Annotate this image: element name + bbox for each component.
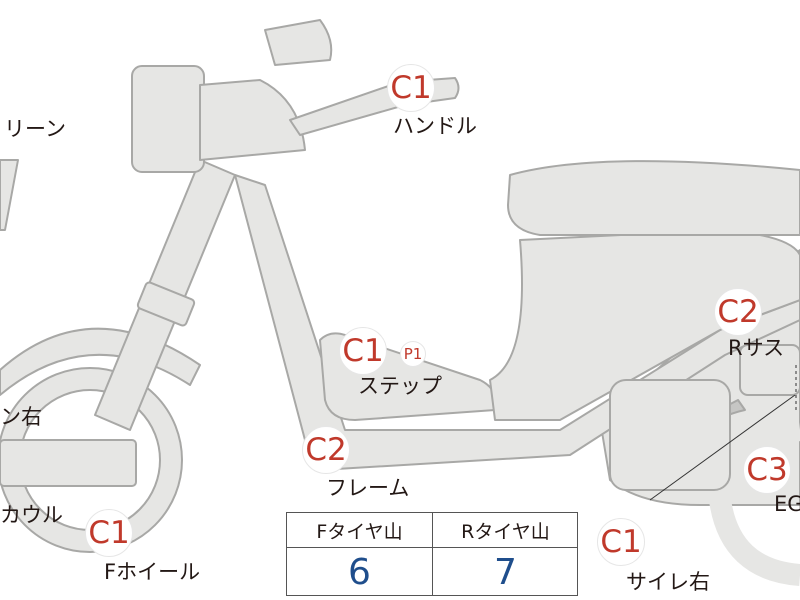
grade-badge-engine: C3: [743, 446, 791, 494]
fork-clamp: [136, 281, 196, 327]
engine-block: [609, 379, 731, 491]
label-muffler-right: サイレ右: [626, 570, 710, 594]
header-front-tread: Fタイヤ山: [316, 520, 403, 543]
headlight-housing: [131, 65, 205, 173]
tire-tread-table: Fタイヤ山 Rタイヤ山 6 7: [286, 512, 578, 596]
meter: [264, 19, 333, 66]
header-rear-tread: Rタイヤ山: [461, 520, 550, 543]
grade-badge-step-p: P1: [400, 341, 426, 367]
label-step: ステップ: [358, 374, 442, 398]
value-front-tread: 6: [348, 551, 371, 593]
label-front-cowl: カウル: [0, 503, 63, 527]
table-column-divider: [432, 513, 433, 595]
label-mirror-right: ン右: [0, 405, 42, 429]
label-rear-suspension: Rサス: [728, 336, 785, 360]
label-engine: EG: [774, 492, 800, 516]
windscreen: [0, 159, 19, 231]
rear-wheel: [709, 419, 800, 586]
front-cowl: [0, 439, 137, 487]
label-front-wheel: Fホイール: [104, 560, 201, 584]
headlight-neck: [199, 79, 306, 161]
engine-leader-line: [649, 394, 796, 501]
label-frame: フレーム: [326, 476, 410, 500]
label-handle: ハンドル: [393, 114, 477, 138]
seat: [507, 160, 800, 236]
grade-badge-step: C1: [339, 327, 387, 375]
value-rear-tread: 7: [494, 551, 517, 593]
grade-badge-handle: C1: [387, 64, 435, 112]
grade-badge-front-wheel: C1: [85, 509, 133, 557]
rear-suspension-body: [739, 344, 800, 396]
grade-badge-muffler: C1: [597, 518, 645, 566]
grade-badge-rear-suspension: C2: [714, 288, 762, 336]
label-screen: リーン: [4, 117, 66, 141]
grade-badge-frame: C2: [302, 426, 350, 474]
